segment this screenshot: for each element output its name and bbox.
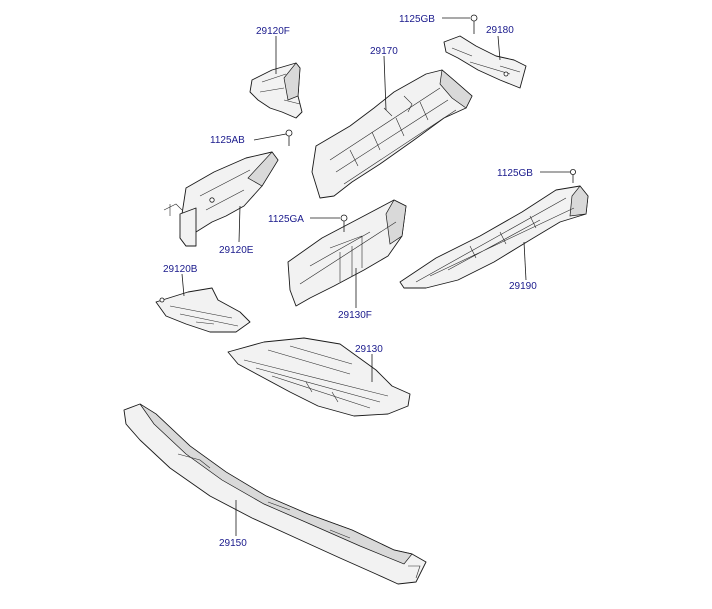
label-1125GB-right[interactable]: 1125GB (497, 168, 533, 179)
part-29120F[interactable] (249, 62, 303, 119)
label-1125GB-top[interactable]: 1125GB (399, 14, 435, 25)
part-29190[interactable] (399, 185, 589, 289)
leader-lines (181, 17, 570, 536)
label-29120E[interactable]: 29120E (219, 245, 254, 256)
label-29120B[interactable]: 29120B (163, 264, 198, 275)
label-29190[interactable]: 29190 (509, 281, 537, 292)
label-29130F[interactable]: 29130F (338, 310, 372, 321)
part-29120E[interactable] (163, 151, 279, 247)
label-29120F[interactable]: 29120F (256, 26, 290, 37)
label-1125AB[interactable]: 1125AB (210, 135, 245, 146)
part-29180[interactable] (443, 35, 527, 89)
part-29150[interactable] (123, 403, 427, 585)
label-29130[interactable]: 29130 (355, 344, 383, 355)
bolt-1125AB (285, 129, 293, 146)
bolt-1125GB-top (470, 14, 478, 34)
part-29130[interactable] (227, 337, 411, 417)
label-29170[interactable]: 29170 (370, 46, 398, 57)
part-29170[interactable] (311, 69, 473, 199)
label-29180[interactable]: 29180 (486, 25, 514, 36)
label-1125GA[interactable]: 1125GA (268, 214, 304, 225)
bolt-1125GA (340, 214, 348, 232)
label-29150[interactable]: 29150 (219, 538, 247, 549)
part-29120B[interactable] (155, 287, 251, 333)
part-29130F[interactable] (287, 199, 407, 307)
bolt-1125GB-right (570, 168, 577, 183)
